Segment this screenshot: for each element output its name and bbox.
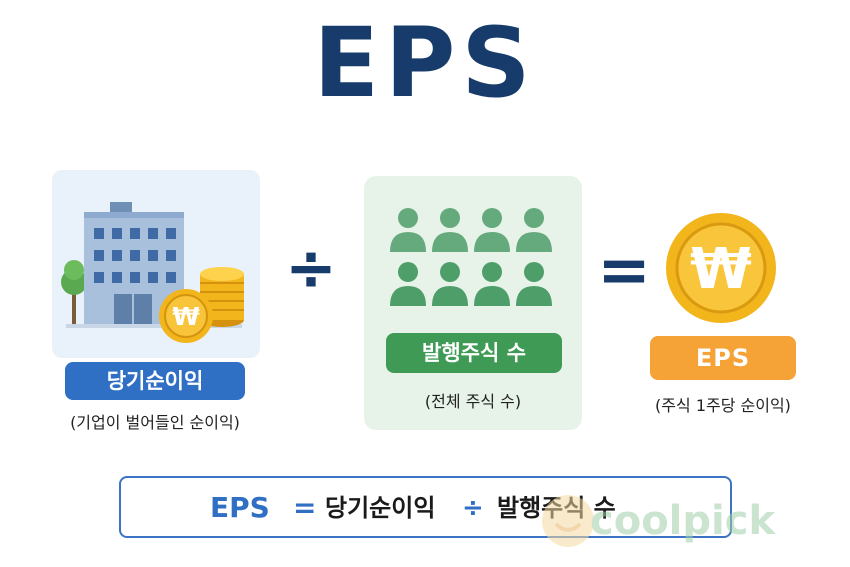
formula-eps: EPS	[210, 491, 270, 524]
shares-label: 발행주식 수	[386, 333, 562, 373]
divide-operator: ÷	[285, 231, 337, 304]
equals-operator: =	[597, 234, 651, 308]
net-income-label: 당기순이익	[65, 362, 245, 400]
svg-text:₩: ₩	[172, 302, 200, 331]
won-coin-icon: ₩	[666, 213, 776, 323]
won-coin-symbol: ₩	[690, 237, 752, 302]
net-income-caption: (기업이 벌어들인 순이익)	[70, 413, 240, 432]
people-group-icon	[390, 208, 552, 306]
formula-box	[119, 476, 732, 538]
formula-equals: =	[293, 491, 317, 524]
formula-net-income: 당기순이익	[325, 494, 436, 522]
building-with-coins-icon: ₩	[61, 202, 244, 343]
coolpick-watermark-logo: coolpick	[542, 495, 776, 547]
formula-divide: ÷	[462, 493, 484, 523]
page-title: EPS	[313, 7, 537, 119]
eps-caption: (주식 1주당 순이익)	[655, 396, 791, 415]
watermark-text: coolpick	[590, 498, 776, 544]
eps-label: EPS	[650, 336, 796, 380]
shares-caption: (전체 주식 수)	[424, 392, 522, 411]
